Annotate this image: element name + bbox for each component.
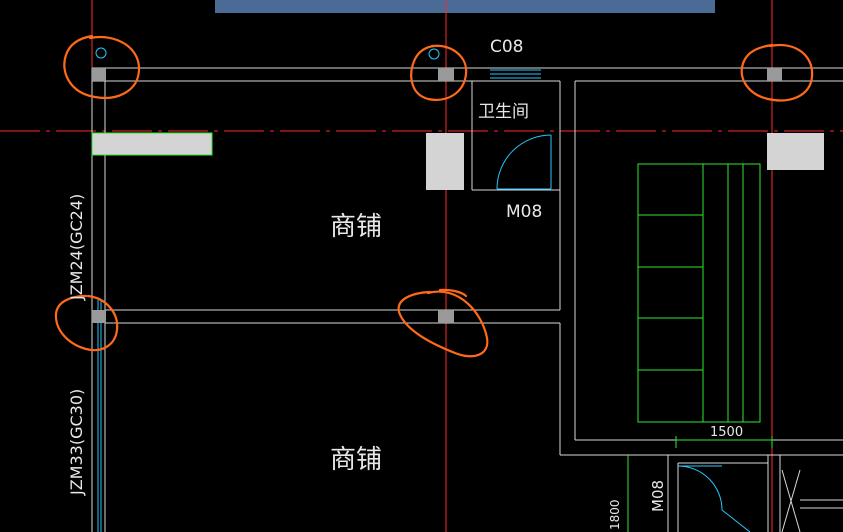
window-c08 — [490, 69, 541, 79]
door-bottom-right — [677, 465, 751, 532]
top-banner — [215, 0, 715, 13]
label-jzm33: JZM33(GC30) — [67, 389, 86, 496]
hatch-bottom-right — [781, 469, 843, 532]
label-dim-1500: 1500 — [710, 425, 743, 440]
left-cyan-lines — [97, 300, 102, 532]
label-shop-bottom: 商铺 — [330, 445, 382, 475]
columns — [92, 68, 782, 323]
column-mid-left — [92, 310, 106, 323]
door-bathroom — [496, 134, 552, 190]
highlight-circle-5 — [397, 288, 489, 358]
highlight-circle-3 — [740, 43, 814, 102]
highlight-circle-1 — [63, 34, 141, 99]
block-mid — [426, 133, 464, 190]
column-top-right — [767, 68, 782, 81]
label-shop-top: 商铺 — [330, 212, 382, 242]
block-right — [767, 133, 824, 170]
walls — [91, 67, 843, 532]
column-top-left — [92, 68, 106, 81]
dimension-1500 — [675, 436, 773, 448]
column-markers — [95, 47, 440, 60]
beam-block-left — [91, 132, 213, 156]
highlight-circles — [54, 34, 814, 358]
furniture-block — [637, 163, 761, 423]
label-bathroom: 卫生间 — [478, 102, 529, 122]
label-jzm24: JZM24(GC24) — [67, 194, 86, 301]
label-dim-1800: 1800 — [608, 499, 622, 530]
label-m08-right: M08 — [649, 480, 667, 512]
label-m08-top: M08 — [506, 202, 542, 222]
grey-blocks — [91, 132, 824, 190]
highlight-circle-4 — [54, 294, 119, 352]
label-c08: C08 — [490, 37, 524, 57]
column-mid-mid — [438, 310, 454, 323]
column-top-mid — [438, 68, 454, 81]
highlight-circle-2 — [410, 44, 468, 101]
